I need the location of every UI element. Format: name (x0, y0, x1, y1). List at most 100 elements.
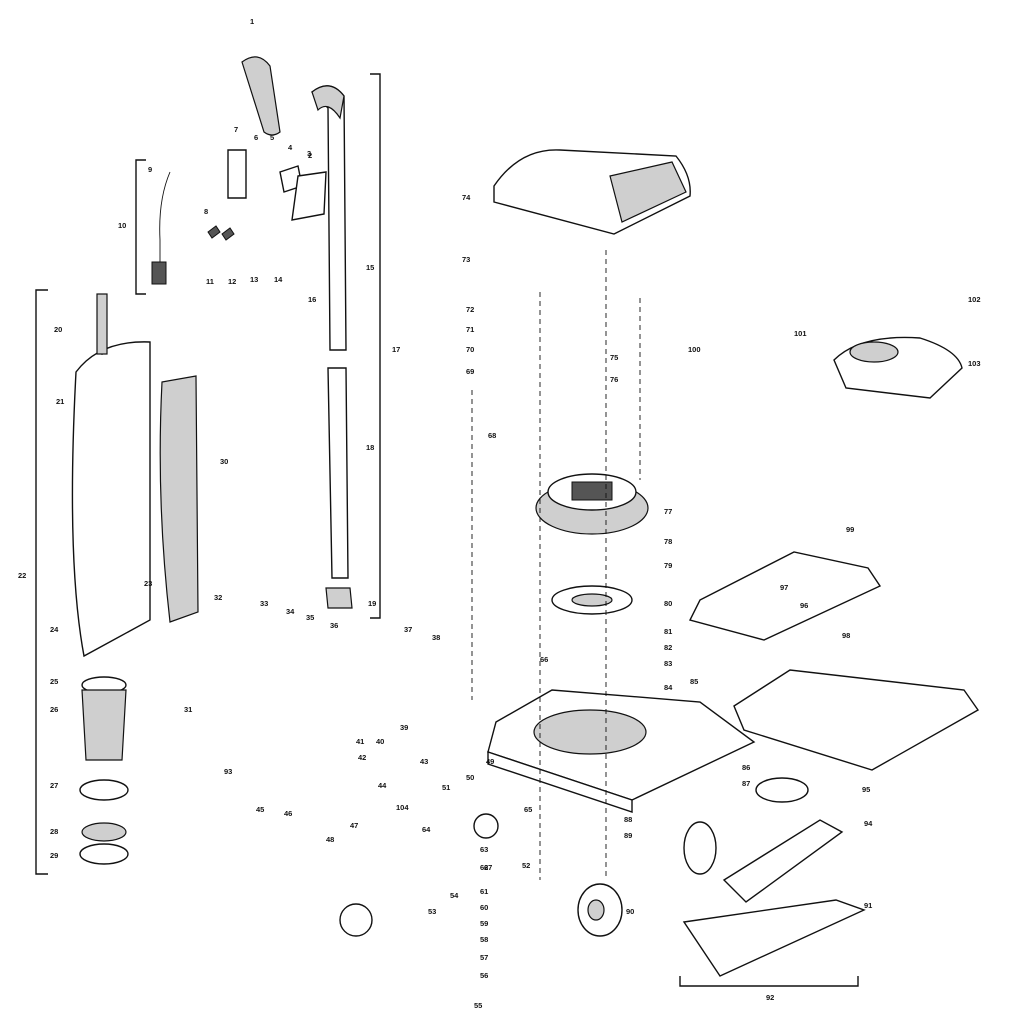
callout-number: 55 (474, 1001, 482, 1010)
callout-number: 91 (864, 901, 872, 910)
callout-number: 19 (368, 599, 376, 608)
callout-number: 89 (624, 831, 632, 840)
callout-number: 48 (326, 835, 334, 844)
callout-number: 75 (610, 353, 618, 362)
callout-number: 58 (480, 935, 488, 944)
motor-assembly-part (535, 473, 649, 535)
callout-number: 11 (206, 277, 214, 286)
callout-number: 56 (480, 971, 488, 980)
callout-number: 26 (50, 705, 58, 714)
callout-number: 9 (148, 165, 152, 174)
callout-number: 38 (432, 633, 440, 642)
callout-number: 52 (522, 861, 530, 870)
callout-number: 65 (524, 805, 532, 814)
callout-number: 98 (842, 631, 850, 640)
callout-number: 3 (307, 149, 311, 158)
lower-handle-tube-part (325, 367, 353, 609)
callout-number: 102 (968, 295, 981, 304)
base-housing-part (487, 689, 756, 813)
callout-number: 60 (480, 903, 488, 912)
bag-adapter-part (79, 676, 129, 865)
nozzle-cover-part (682, 899, 866, 977)
callout-number: 44 (378, 781, 387, 790)
callout-number: 32 (214, 593, 222, 602)
bottom-plate-part (688, 551, 882, 641)
callout-number: 70 (466, 345, 474, 354)
callout-number: 17 (392, 345, 400, 354)
callout-number: 76 (610, 375, 618, 384)
wheel-part (577, 883, 623, 937)
callout-number: 82 (664, 643, 672, 652)
assembly-dashed-lines (471, 250, 641, 880)
callout-number: 85 (690, 677, 698, 686)
callout-number: 16 (308, 295, 316, 304)
callout-number: 35 (306, 613, 314, 622)
callout-number: 23 (144, 579, 152, 588)
callout-number: 34 (286, 607, 295, 616)
callout-number: 49 (486, 757, 494, 766)
callout-number: 67 (484, 863, 492, 872)
callout-number: 99 (846, 525, 854, 534)
callout-number: 87 (742, 779, 750, 788)
fan-part (551, 585, 633, 615)
callout-number: 42 (358, 753, 366, 762)
callout-number: 13 (250, 275, 258, 284)
group-brackets (35, 73, 859, 987)
callout-number: 69 (466, 367, 474, 376)
callout-number: 36 (330, 621, 338, 630)
callout-number: 84 (664, 683, 673, 692)
callout-number: 64 (422, 825, 431, 834)
callout-number: 53 (428, 907, 436, 916)
callout-number: 95 (862, 785, 870, 794)
beater-brush-part (473, 813, 717, 875)
callout-number: 2 (308, 151, 312, 160)
callout-number: 6 (254, 133, 258, 142)
callout-number: 27 (50, 781, 58, 790)
callout-number: 88 (624, 815, 632, 824)
callout-number: 74 (462, 193, 471, 202)
callout-number: 96 (800, 601, 808, 610)
callout-number: 92 (766, 993, 774, 1002)
agitator-part (722, 819, 844, 903)
callout-number: 47 (350, 821, 358, 830)
callout-number: 43 (420, 757, 428, 766)
callout-number: 66 (540, 655, 548, 664)
callout-number: 90 (626, 907, 634, 916)
callout-number: 80 (664, 599, 672, 608)
callout-number: 22 (18, 571, 26, 580)
power-nozzle-motor-part (833, 336, 963, 399)
upper-handle-tube-part (310, 85, 347, 351)
callout-number: 8 (204, 207, 208, 216)
callout-number: 59 (480, 919, 488, 928)
callout-number: 10 (118, 221, 126, 230)
callout-number: 21 (56, 397, 64, 406)
callout-number: 1 (250, 17, 254, 26)
callout-number: 24 (50, 625, 59, 634)
callout-number: 41 (356, 737, 364, 746)
callout-number: 72 (466, 305, 474, 314)
hood-cover-part (493, 149, 691, 235)
callout-number: 18 (366, 443, 374, 452)
callout-number: 5 (270, 133, 274, 142)
callout-number: 104 (396, 803, 409, 812)
callout-number: 77 (664, 507, 672, 516)
callout-number: 12 (228, 277, 236, 286)
callout-number: 54 (450, 891, 459, 900)
callout-number: 86 (742, 763, 750, 772)
callout-number: 63 (480, 845, 488, 854)
callout-number: 30 (220, 457, 228, 466)
callout-number: 28 (50, 827, 58, 836)
callout-number: 31 (184, 705, 192, 714)
callout-number: 61 (480, 887, 488, 896)
callout-number: 37 (404, 625, 412, 634)
callout-number: 100 (688, 345, 701, 354)
callout-number: 83 (664, 659, 672, 668)
callout-number: 93 (224, 767, 232, 776)
callout-number: 33 (260, 599, 268, 608)
callout-number: 68 (488, 431, 496, 440)
front-wheel-part (339, 903, 373, 937)
callout-number: 39 (400, 723, 408, 732)
callout-number: 50 (466, 773, 474, 782)
